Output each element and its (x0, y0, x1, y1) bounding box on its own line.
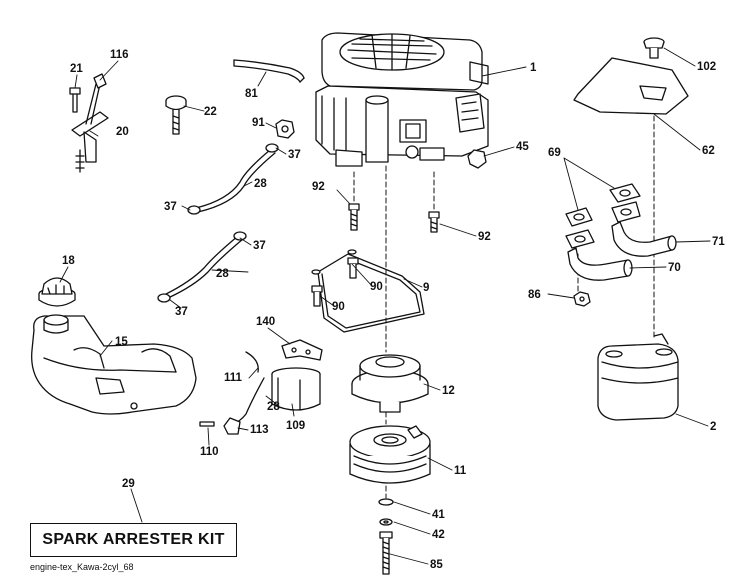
clutch-drawing (349, 425, 431, 484)
nut-drawing (275, 119, 295, 139)
label-9: 9 (423, 282, 429, 294)
shaft-nut-drawing (467, 149, 487, 169)
fuel-cap-drawing (38, 277, 76, 307)
label-102: 102 (697, 61, 716, 73)
label-85: 85 (430, 559, 443, 571)
cable-drawing (233, 59, 305, 83)
label-113: 113 (250, 424, 269, 436)
label-110: 110 (200, 446, 219, 458)
label-90-right: 90 (370, 281, 383, 293)
label-86: 86 (528, 289, 541, 301)
spark-arrester-kit-label: SPARK ARRESTER KIT (42, 531, 225, 548)
leader-lines (59, 47, 711, 565)
fuel-line-drawing (157, 143, 279, 303)
label-20: 20 (116, 126, 129, 138)
pin-drawing (199, 421, 215, 427)
label-111: 111 (224, 372, 243, 384)
knob-drawing (643, 37, 665, 59)
label-11: 11 (454, 465, 467, 477)
label-28-upper: 28 (254, 178, 267, 190)
bracket-drawing (317, 253, 425, 333)
gasket-drawing (565, 183, 641, 249)
label-15: 15 (115, 336, 128, 348)
exhaust-pipe-drawing (567, 221, 677, 281)
label-1: 1 (530, 62, 537, 74)
label-29: 29 (122, 478, 135, 490)
label-116: 116 (110, 49, 129, 61)
label-92-right: 92 (478, 231, 491, 243)
label-109: 109 (286, 420, 305, 432)
throttle-control-drawing (69, 73, 109, 173)
exhaust-nut-drawing (573, 291, 591, 307)
engine-drawing (315, 32, 489, 167)
label-21: 21 (70, 63, 83, 75)
label-62: 62 (702, 145, 715, 157)
label-70: 70 (668, 262, 681, 274)
gas-cap-drawing (165, 95, 187, 135)
long-bolt-drawing (379, 531, 393, 575)
muffler-drawing (597, 333, 679, 421)
spark-arrester-kit-box: SPARK ARRESTER KIT (30, 523, 237, 557)
label-90-left: 90 (332, 301, 345, 313)
bolt-drawing (348, 203, 440, 233)
label-69: 69 (548, 147, 561, 159)
label-37-a: 37 (288, 149, 301, 161)
label-22: 22 (204, 106, 217, 118)
label-28-middle: 28 (216, 268, 229, 280)
label-71: 71 (712, 236, 725, 248)
washer-drawing (378, 498, 394, 526)
label-37-c: 37 (253, 240, 266, 252)
label-41: 41 (432, 509, 445, 521)
fuel-tank-drawing (31, 314, 197, 415)
label-91: 91 (252, 117, 265, 129)
shield-drawing (573, 57, 689, 115)
label-28-lower: 28 (267, 401, 280, 413)
part-labels: 1 2 9 11 12 15 18 20 21 22 28 28 28 29 3… (62, 49, 725, 571)
bracket-bolt-drawing (311, 249, 359, 307)
label-45: 45 (516, 141, 529, 153)
label-12: 12 (442, 385, 455, 397)
label-42: 42 (432, 529, 445, 541)
label-81: 81 (245, 88, 258, 100)
filter-drawing (271, 367, 321, 411)
label-140: 140 (256, 316, 275, 328)
diagram-footer: engine-tex_Kawa-2cyl_68 (30, 562, 134, 572)
pulley-drawing (351, 354, 429, 413)
label-2: 2 (710, 421, 716, 433)
label-37-d: 37 (175, 306, 188, 318)
label-18: 18 (62, 255, 75, 267)
elbow-drawing (223, 417, 241, 435)
label-92-left: 92 (312, 181, 325, 193)
label-37-b: 37 (164, 201, 177, 213)
